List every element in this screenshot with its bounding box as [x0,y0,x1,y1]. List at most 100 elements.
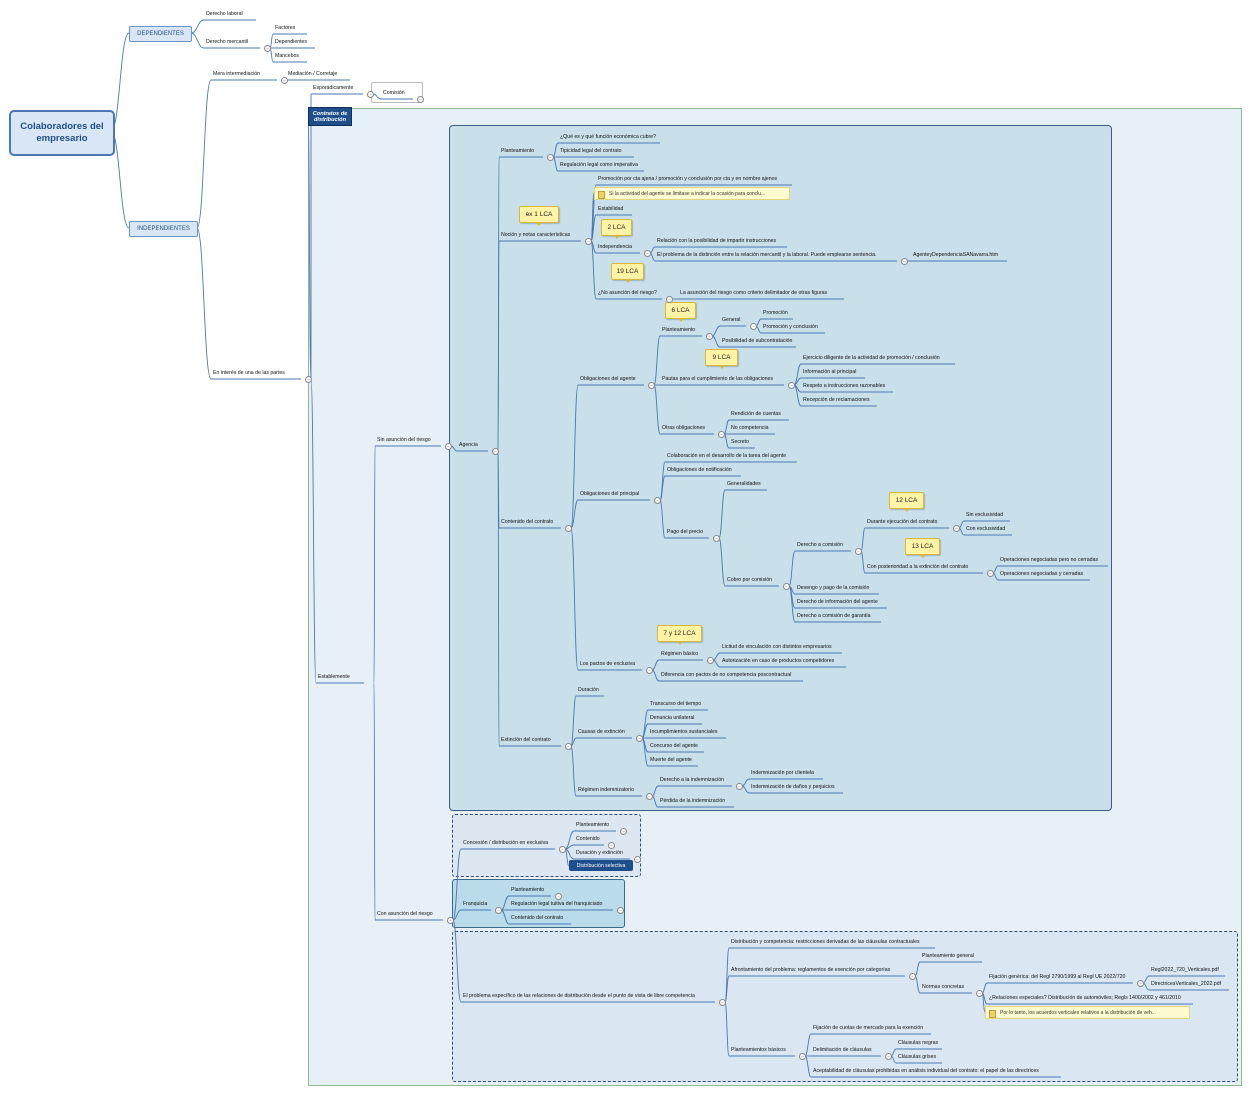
oa-promocion[interactable]: Promoción [763,310,788,316]
op-posterioridad-collapse-icon[interactable]: − [987,570,994,577]
mediacion-corretaje[interactable]: Mediación / Corretaje [288,71,338,77]
mera-intermediacion[interactable]: Mera intermediación [213,71,260,77]
ex-regimen-indemnizatorio-collapse-icon[interactable]: − [646,793,653,800]
oa-planteamiento[interactable]: Planteamiento [662,327,696,333]
ex-regimen-indemnizatorio[interactable]: Régimen indemnizatorio [578,787,634,793]
franquicia[interactable]: Franquicia [463,901,488,907]
ex-derecho-indemnizacion-collapse-icon[interactable]: − [736,783,743,790]
contenido-contrato-collapse-icon[interactable]: − [565,525,572,532]
root-node[interactable]: Colaboradores del empresario [9,110,115,156]
franquicia-planteamiento[interactable]: Planteamiento [511,887,545,893]
ex-transcurso[interactable]: Transcurso del tiempo [650,701,702,707]
tipicidad-legal[interactable]: Tipicidad legal del contrato [560,148,622,154]
concesion-contenido-collapse-icon[interactable]: − [608,842,615,849]
op-derecho-comision-collapse-icon[interactable]: − [855,548,862,555]
op-derecho-comision[interactable]: Derecho a comisión [797,542,843,548]
op-notificacion[interactable]: Obligaciones de notificación [667,467,732,473]
oa-recepcion[interactable]: Recepción de reclamaciones [803,397,870,403]
oa-ejercicio-diligente[interactable]: Ejercicio diligente de la actividad de p… [803,355,940,361]
aceptabilidad-clausulas[interactable]: Aceptabilidad de cláusulas prohibidas en… [813,1068,1039,1074]
obligaciones-principal-collapse-icon[interactable]: − [654,497,661,504]
sin-asuncion-riesgo-collapse-icon[interactable]: − [445,443,452,450]
oa-otras[interactable]: Otras obligaciones [662,425,705,431]
oa-subcontratacion[interactable]: Posibilidad de subcontratación [722,338,793,344]
op-cobro-comision[interactable]: Cobro por comisión [727,577,772,583]
pa-regimen-basico[interactable]: Régimen básico [661,651,699,657]
regulacion-imperativa[interactable]: Regulación legal como imperativa [560,162,638,168]
ex-denuncia[interactable]: Denuncia unilateral [650,715,695,721]
dependientes[interactable]: Dependientes [275,39,308,45]
en-interes-partes-collapse-icon[interactable]: − [305,376,312,383]
agencia[interactable]: Agencia [459,442,478,448]
fijacion-generica-collapse-icon[interactable]: − [1137,980,1144,987]
oa-general[interactable]: General [722,317,741,323]
op-con-exclusividad[interactable]: Con exclusividad [966,526,1006,532]
mancebos[interactable]: Mancebos [275,53,299,59]
problema-distincion-collapse-icon[interactable]: − [901,258,908,265]
op-devengo-pago[interactable]: Devengo y pago de la comisión [797,585,870,591]
concesion-exclusiva-collapse-icon[interactable]: − [559,846,566,853]
concesion-planteamiento[interactable]: Planteamiento [576,822,610,828]
ex-incumplimientos[interactable]: Incumplimientos sustanciales [650,729,718,735]
concesion-exclusiva[interactable]: Concesión / distribución en exclusiva [463,840,549,846]
oa-planteamiento-collapse-icon[interactable]: − [706,333,713,340]
ex-perdida-indemnizacion[interactable]: Pérdida de la indemnización [660,798,726,804]
ex-derecho-indemnizacion[interactable]: Derecho a la indemnización [660,777,725,783]
pactos-exclusiva[interactable]: Los pactos de exclusiva [580,661,636,667]
problema-distincion[interactable]: El problema de la distinción entre la re… [657,252,877,258]
nocion-notas[interactable]: Noción y notas características [501,232,571,238]
pdf-regl2022[interactable]: Regl2022_720_Verticales.pdf [1151,967,1219,973]
extincion-contrato-collapse-icon[interactable]: − [565,743,572,750]
franquicia-regulacion[interactable]: Regulación legal tuitiva del franquiciad… [511,901,603,907]
ex-concurso[interactable]: Concurso del agente [650,743,698,749]
con-asuncion-riesgo[interactable]: Con asunción del riesgo [377,911,433,917]
clausulas-grises[interactable]: Cláusulas grises [898,1054,937,1060]
sin-asuncion-riesgo[interactable]: Sin asunción del riesgo [377,437,431,443]
op-durante-ejecucion[interactable]: Durante ejecución del contrato [867,519,938,525]
agencia-planteamiento[interactable]: Planteamiento [501,148,535,154]
oa-pautas[interactable]: Pautas para el cumplimiento de las oblig… [662,376,774,382]
que-es-funcion[interactable]: ¿Qué es y qué función económica cubre? [560,134,657,140]
pa-diferencia[interactable]: Diferencia con pactos de no competencia … [661,672,792,678]
esporadicamente-collapse-icon[interactable]: − [367,91,374,98]
oa-informacion[interactable]: Información al principal [803,369,857,375]
derecho-mercantil-collapse-icon[interactable]: − [264,45,271,52]
estabilidad[interactable]: Estabilidad [598,206,624,212]
op-comision-garantia[interactable]: Derecho a comisión de garantía [797,613,871,619]
oa-general-collapse-icon[interactable]: − [750,323,757,330]
clausulas-negras[interactable]: Cláusulas negras [898,1040,939,1046]
afrontamiento-reglamentos[interactable]: Afrontamiento del problema: reglamentos … [731,967,891,973]
planteamiento-general[interactable]: Planteamiento general [922,953,974,959]
archivo-agente-dependencia[interactable]: AgenteyDependenciaSANavarra.htm [913,252,999,258]
con-asuncion-riesgo-collapse-icon[interactable]: − [447,917,454,924]
normas-concretas[interactable]: Normas concretas [922,984,965,990]
ex-ind-clientela[interactable]: Indemnización por clientela [751,770,814,776]
planteamientos-basicos-collapse-icon[interactable]: − [799,1053,806,1060]
contratos-distribucion-title[interactable]: Contratos de distribución [308,107,352,126]
mera-intermediacion-collapse-icon[interactable]: − [281,77,288,84]
op-cobro-comision-collapse-icon[interactable]: − [783,583,790,590]
en-interes-partes[interactable]: En interés de una de las partes [213,370,285,376]
oa-pautas-collapse-icon[interactable]: − [788,382,795,389]
op-generalidades[interactable]: Generalidades [727,481,761,487]
establemente[interactable]: Establemente [318,674,350,680]
franquicia-planteamiento-collapse-icon[interactable]: − [555,893,562,900]
ex-muerte[interactable]: Muerte del agente [650,757,692,763]
pa-regimen-basico-collapse-icon[interactable]: − [707,657,714,664]
dependientes-node[interactable]: DEPENDIENTES [129,26,192,42]
ex-ind-danos[interactable]: Indemnización de daños y perjuicios [751,784,835,790]
relacion-instrucciones[interactable]: Relación con la posibilidad de impartir … [657,238,777,244]
normas-concretas-collapse-icon[interactable]: − [976,990,983,997]
independencia-collapse-icon[interactable]: − [644,250,651,257]
comision[interactable]: Comisión [383,90,405,96]
pactos-exclusiva-collapse-icon[interactable]: − [646,667,653,674]
op-durante-ejecucion-collapse-icon[interactable]: − [953,525,960,532]
op-pago-precio[interactable]: Pago del precio [667,529,704,535]
op-posterioridad[interactable]: Con posterioridad a la extinción del con… [867,564,969,570]
oa-no-competencia[interactable]: No competencia [731,425,769,431]
fijacion-cuotas[interactable]: Fijación de cuotas de mercado para la ex… [813,1025,924,1031]
oa-respeto[interactable]: Respeto a instrucciones razonables [803,383,886,389]
concesion-planteamiento-collapse-icon[interactable]: − [620,828,627,835]
no-asuncion-riesgo-collapse-icon[interactable]: − [666,296,673,303]
oa-secreto[interactable]: Secreto [731,439,749,445]
